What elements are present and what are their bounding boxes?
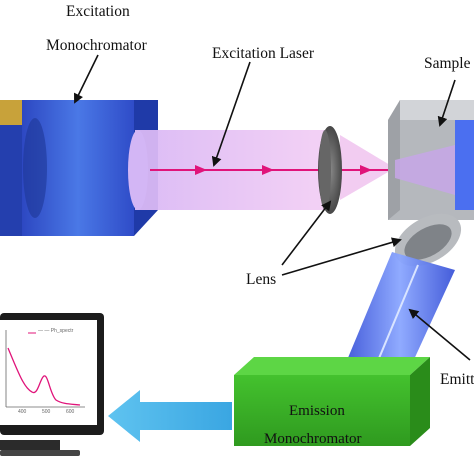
plot-tick-600: 600 bbox=[66, 409, 75, 415]
excitation-laser-label: Excitation Laser bbox=[212, 45, 314, 62]
plot-legend: — — Ph_spectr bbox=[38, 328, 74, 334]
excitation-monochromator-label: Monochromator bbox=[46, 37, 147, 54]
computer-monitor bbox=[0, 313, 104, 456]
emitted-label: Emitt bbox=[440, 371, 474, 388]
plot-tick-400: 400 bbox=[18, 409, 27, 415]
excitation-monochromator bbox=[0, 100, 158, 236]
emission-label: Emission bbox=[289, 403, 345, 419]
lens-excitation bbox=[318, 126, 342, 214]
sample-cuvette bbox=[388, 100, 474, 220]
excitation-label: Excitation bbox=[66, 3, 130, 20]
laser-line bbox=[150, 165, 400, 175]
signal-arrow bbox=[108, 390, 232, 442]
pointer-arrows bbox=[74, 54, 471, 361]
sample-label: Sample bbox=[424, 55, 471, 72]
emitted-beam bbox=[345, 252, 455, 390]
emission-monochromator bbox=[234, 357, 430, 446]
emission-monochromator-label: Monochromator bbox=[264, 431, 362, 447]
lens-emission bbox=[394, 213, 462, 267]
lens-label: Lens bbox=[246, 271, 277, 288]
plot-tick-500: 500 bbox=[42, 409, 51, 415]
